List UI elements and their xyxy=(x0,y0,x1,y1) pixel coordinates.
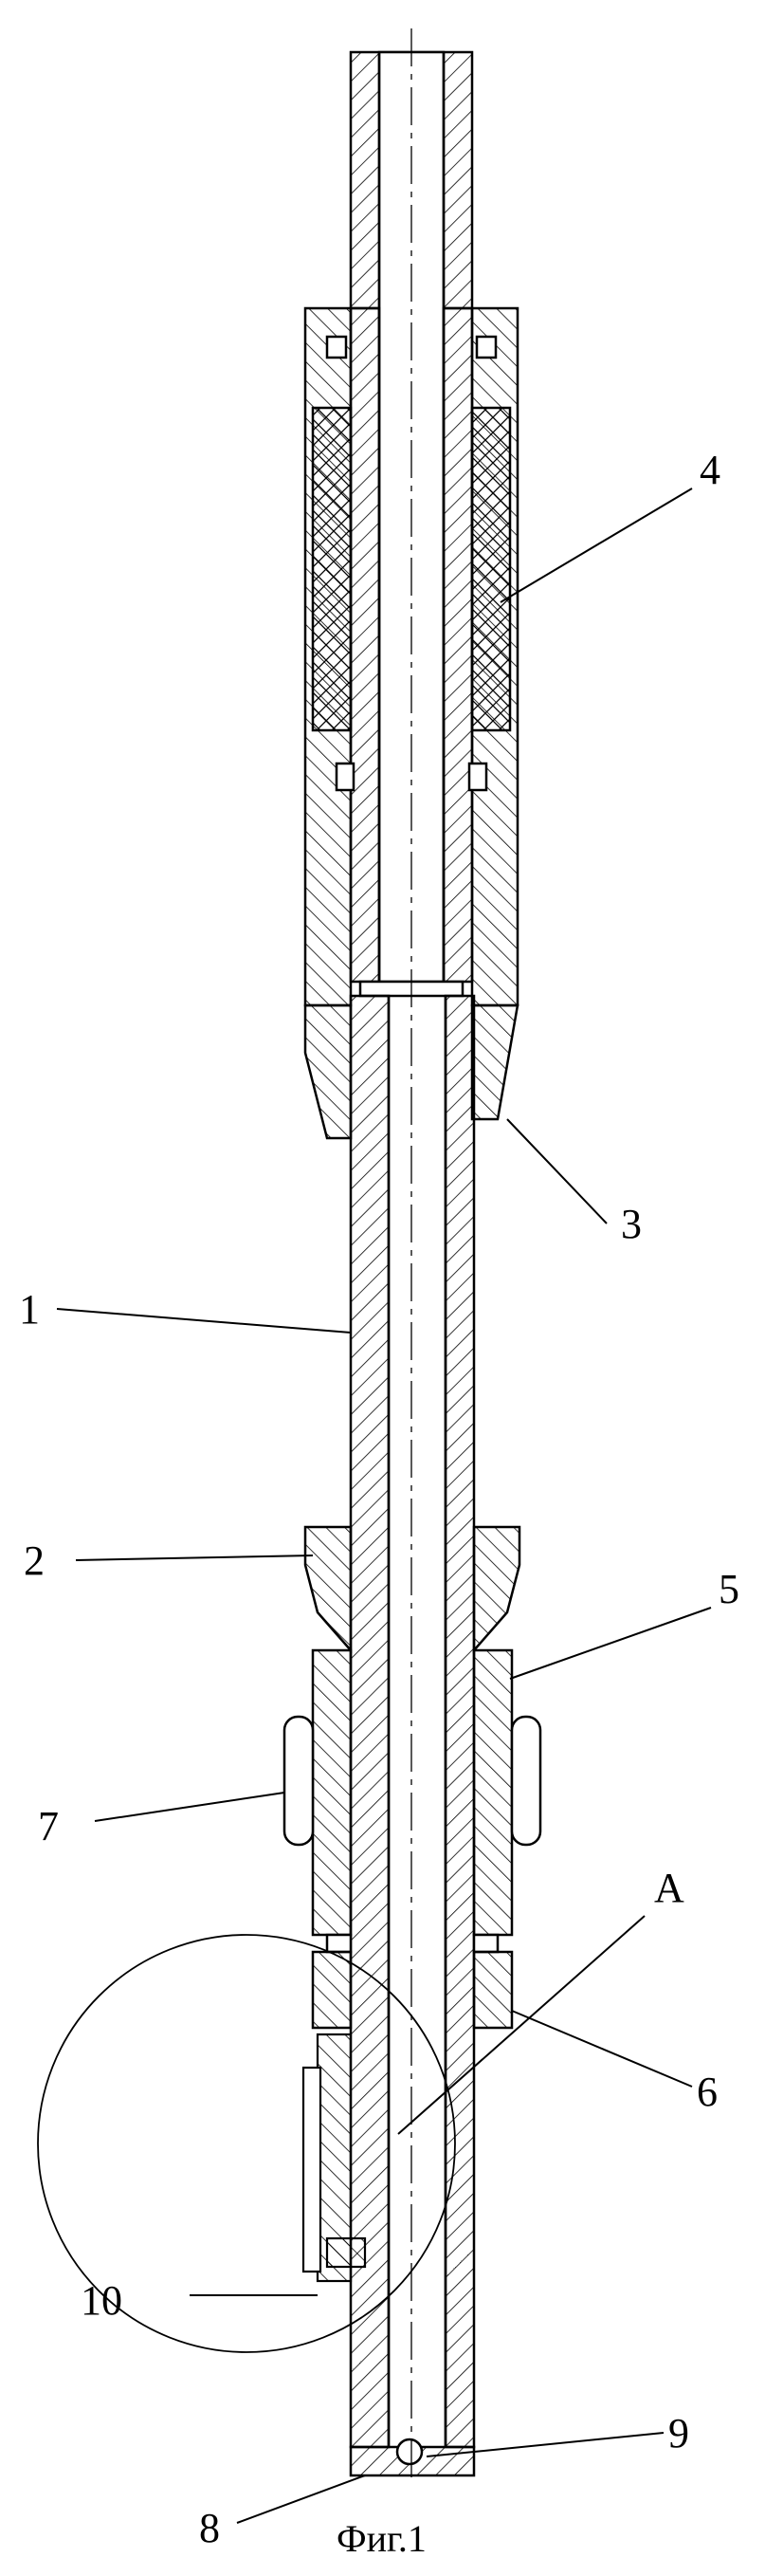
valve-assembly xyxy=(301,2033,367,2283)
leader-lines xyxy=(56,488,712,2524)
figure-caption: Фиг.1 xyxy=(337,2517,427,2560)
label-10: 10 xyxy=(81,2277,122,2324)
upper-housing xyxy=(303,306,519,1140)
lower-mandrel xyxy=(349,994,476,2477)
label-2: 2 xyxy=(24,1537,45,1584)
label-a: A xyxy=(654,1865,684,1911)
label-3: 3 xyxy=(621,1201,642,1247)
label-9: 9 xyxy=(668,2410,689,2456)
detail-circle-a xyxy=(37,1934,456,2353)
label-1: 1 xyxy=(19,1286,40,1333)
cone-sleeve xyxy=(282,1525,542,2030)
label-5: 5 xyxy=(719,1566,739,1612)
label-7: 7 xyxy=(38,1803,59,1849)
label-6: 6 xyxy=(697,2069,718,2115)
port-hole xyxy=(395,2438,424,2466)
label-8: 8 xyxy=(199,2505,220,2551)
label-4: 4 xyxy=(700,447,720,493)
